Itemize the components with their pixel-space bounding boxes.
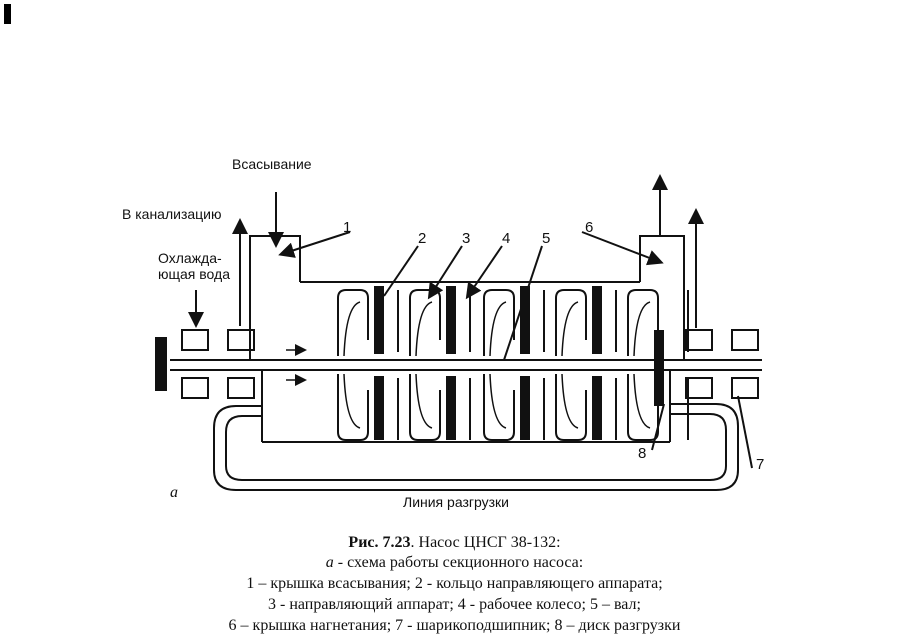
diffuser-bar-top: [520, 286, 530, 354]
flow-arrow-top: [343, 301, 361, 357]
pump-stages: [286, 286, 689, 441]
number-3: 3: [462, 230, 471, 247]
leader-4: [465, 245, 503, 300]
impeller-top: [627, 289, 659, 356]
caption-fig-label: Рис. 7.23: [348, 534, 411, 551]
caption-title: Рис. 7.23. Насос ЦНСГ 38-132:: [0, 534, 909, 552]
impeller-top: [555, 289, 587, 356]
flow-arrow-top: [633, 301, 651, 357]
flow-arrow-bottom: [633, 373, 651, 429]
bearing-left-bottom-1: [181, 377, 209, 399]
diffuser-bar-bottom: [374, 376, 384, 440]
diffuser-bar-top: [446, 286, 456, 354]
flow-arrow-bottom: [561, 373, 579, 429]
suction-cover: [249, 235, 301, 360]
caption-line-2: а - схема работы секционного насоса:: [0, 554, 909, 572]
label-suction: Всасывание: [232, 156, 312, 172]
impeller-bottom: [409, 374, 441, 441]
flow-arrow-top: [489, 301, 507, 357]
scan-mark: [4, 4, 11, 24]
leader-1: [278, 231, 351, 258]
label-cooling-2: ющая вода: [158, 266, 230, 282]
discharge-cover: [639, 235, 685, 360]
bearing-right-top-1: [685, 329, 713, 351]
flow-arrow-top: [561, 301, 579, 357]
number-6: 6: [585, 219, 594, 236]
leader-6: [581, 231, 664, 266]
leader-7: [737, 395, 753, 469]
diffuser-bar-top: [592, 286, 602, 354]
impeller-bottom: [627, 374, 659, 441]
balance-disc: [654, 330, 664, 406]
unload-line-inner: [225, 413, 727, 481]
caption-line-3: 1 – крышка всасывания; 2 - кольцо направ…: [246, 575, 663, 592]
impeller-top: [483, 289, 515, 356]
label-cooling-1: Охлажда-: [158, 250, 222, 266]
diffuser-bar-top: [374, 286, 384, 354]
number-4: 4: [502, 230, 511, 247]
impeller-top: [337, 289, 369, 356]
number-8: 8: [638, 445, 647, 462]
diffuser-bar-bottom: [446, 376, 456, 440]
impeller-bottom: [483, 374, 515, 441]
impeller-bottom: [337, 374, 369, 441]
impeller-bottom: [555, 374, 587, 441]
caption-letter: а: [325, 554, 334, 571]
caption-line-2-rest: - схема работы секционного насоса:: [333, 554, 584, 571]
caption-title-rest: . Насос ЦНСГ 38-132:: [410, 534, 561, 551]
label-to-sewer: В канализацию: [122, 206, 222, 222]
label-subfig: а: [170, 484, 178, 501]
number-2: 2: [418, 230, 427, 247]
caption-line-4: 3 - направляющий аппарат; 4 - рабочее ко…: [268, 596, 641, 613]
leader-3: [427, 245, 463, 300]
caption-line-5: 6 – крышка нагнетания; 7 - шарикоподшипн…: [228, 617, 681, 634]
number-1: 1: [343, 219, 352, 236]
bearing-right-bottom-1: [685, 377, 713, 399]
flow-arrow-bottom: [489, 373, 507, 429]
bearing-left-top-2: [227, 329, 255, 351]
flow-arrow-bottom: [415, 373, 433, 429]
number-7: 7: [756, 456, 765, 473]
flow-arrow-top: [415, 301, 433, 357]
bearing-left-top-1: [181, 329, 209, 351]
impeller-top: [409, 289, 441, 356]
coupling: [155, 337, 167, 391]
unload-line-outer: [213, 403, 739, 491]
label-unload-line: Линия разгрузки: [403, 494, 509, 510]
leader-2: [383, 245, 419, 297]
bearing-right-top-2: [731, 329, 759, 351]
flow-arrow-bottom: [343, 373, 361, 429]
diffuser-bar-bottom: [592, 376, 602, 440]
bearing-right-bottom-2: [731, 377, 759, 399]
number-5: 5: [542, 230, 551, 247]
bearing-left-bottom-2: [227, 377, 255, 399]
diffuser-bar-bottom: [520, 376, 530, 440]
